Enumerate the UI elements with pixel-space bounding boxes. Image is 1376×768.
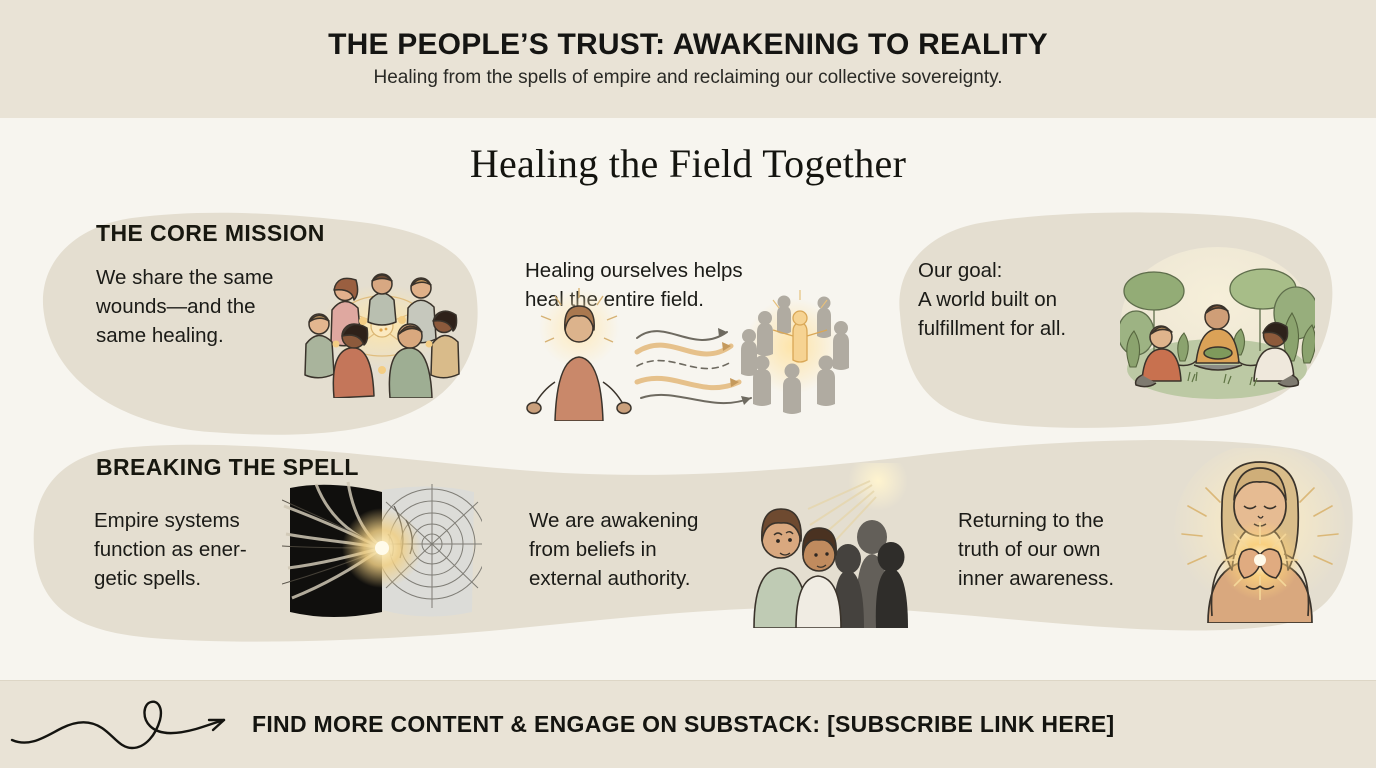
- dark-threads-breaking-into-spiderweb-icon: [282, 481, 482, 617]
- circle-of-people-holding-hands-icon: [304, 273, 460, 398]
- row-kicker-core-mission: THE CORE MISSION: [96, 220, 325, 246]
- row-breaking-the-spell: BREAKING THE SPELL Empire systems functi…: [0, 438, 1376, 664]
- woman-with-glowing-heart-light-icon: [1174, 448, 1346, 623]
- people-sitting-in-green-garden-icon: [1120, 247, 1315, 399]
- header-band: THE PEOPLE’S TRUST: AWAKENING TO REALITY…: [0, 0, 1376, 118]
- cell-text-breaking-spell-1: Empire systems function as ener- getic s…: [94, 509, 247, 591]
- page-subtitle: Healing from the spells of empire and re…: [373, 67, 1003, 89]
- row-core-mission: THE CORE MISSION We share the same wound…: [0, 206, 1376, 426]
- row-kicker-breaking-the-spell: BREAKING THE SPELL: [96, 454, 359, 480]
- footer-divider: [0, 680, 1376, 681]
- section-heading: Healing the Field Together: [469, 141, 907, 186]
- footer-band: FIND MORE CONTENT & ENGAGE ON SUBSTACK: …: [0, 680, 1376, 768]
- cell-text-breaking-spell-2: We are awakening from beliefs in externa…: [529, 509, 699, 591]
- cell-text-core-mission-2: Healing ourselves helps heal the entire …: [525, 259, 743, 312]
- hand-drawn-curly-arrow-icon: [10, 700, 226, 750]
- page-title: THE PEOPLE’S TRUST: AWAKENING TO REALITY: [328, 28, 1048, 62]
- cell-text-breaking-spell-3: Returning to the truth of our own inner …: [958, 509, 1115, 591]
- cell-text-core-mission-3: Our goal: A world built on fulfillment f…: [918, 259, 1067, 341]
- main-content: Healing the Field Together THE CORE MISS…: [0, 118, 1376, 680]
- two-people-looking-up-at-shadow-figures-icon: [753, 463, 908, 628]
- cell-text-core-mission-1: We share the same wounds—and the same he…: [96, 266, 274, 348]
- footer-cta-text[interactable]: FIND MORE CONTENT & ENGAGE ON SUBSTACK: …: [252, 710, 1115, 737]
- glowing-figure-energy-to-crowd-icon: [526, 288, 849, 421]
